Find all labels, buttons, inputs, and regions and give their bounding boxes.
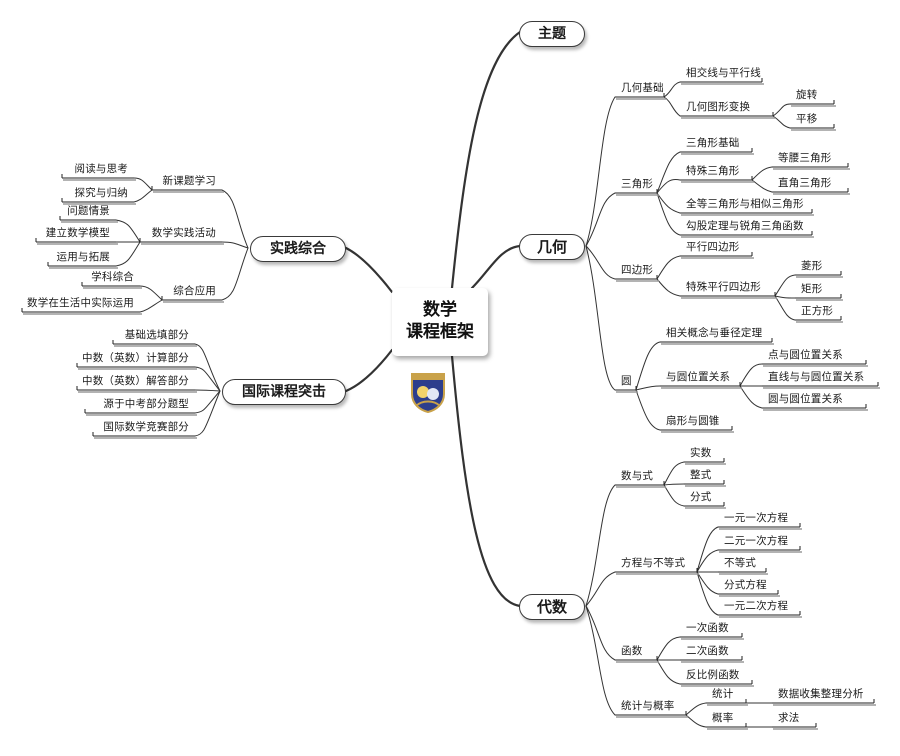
node-intl-jichu[interactable]: 基础选填部分: [124, 329, 189, 341]
node-gougu[interactable]: 勾股定理与锐角三角函数: [686, 220, 804, 232]
node-erci[interactable]: 二次函数: [686, 645, 729, 657]
topic-shijian[interactable]: 实践综合: [250, 236, 346, 262]
node-shuju[interactable]: 数据收集整理分析: [778, 688, 864, 700]
node-quandeng[interactable]: 全等三角形与相似三角形: [686, 198, 804, 210]
node-sanjiao-jichu[interactable]: 三角形基础: [686, 137, 740, 149]
node-dian-yuan[interactable]: 点与圆位置关系: [768, 349, 843, 361]
node-shishu[interactable]: 实数: [690, 447, 712, 459]
node-xinketi[interactable]: 新课题学习: [162, 175, 216, 187]
node-budengshi[interactable]: 不等式: [724, 557, 757, 569]
node-intl-zhongkao[interactable]: 源于中考部分题型: [103, 398, 189, 410]
node-fenshi-fc[interactable]: 分式方程: [724, 579, 767, 591]
node-bianhuan[interactable]: 几何图形变换: [686, 101, 751, 113]
node-shuyushi[interactable]: 数与式: [621, 470, 654, 482]
node-shanxing[interactable]: 扇形与圆锥: [666, 415, 720, 427]
node-tongji-gailv[interactable]: 统计与概率: [621, 700, 675, 712]
node-xiangjiao[interactable]: 相交线与平行线: [686, 67, 761, 79]
central-node-line1: 数学: [423, 300, 457, 320]
node-intl-jingsai[interactable]: 国际数学竞赛部分: [103, 421, 189, 433]
central-node[interactable]: 数学 课程框架: [392, 288, 488, 356]
central-node-line2: 课程框架: [406, 322, 474, 342]
node-huodong[interactable]: 数学实践活动: [151, 227, 216, 239]
node-xuanzhuan[interactable]: 旋转: [796, 89, 818, 101]
node-wenti[interactable]: 问题情景: [67, 205, 110, 217]
node-pingxing[interactable]: 平行四边形: [686, 241, 740, 253]
node-zonghe[interactable]: 综合应用: [173, 285, 216, 297]
node-fangcheng[interactable]: 方程与不等式: [621, 557, 686, 569]
node-qiufa[interactable]: 求法: [778, 712, 800, 724]
node-yuedu[interactable]: 阅读与思考: [74, 163, 128, 175]
topic-zhuti[interactable]: 主题: [519, 21, 585, 47]
node-dengyao[interactable]: 等腰三角形: [778, 152, 832, 164]
node-yuan[interactable]: 圆: [621, 375, 632, 387]
node-xueke[interactable]: 学科综合: [91, 271, 134, 283]
node-yunyong[interactable]: 运用与拓展: [56, 251, 110, 263]
node-zhengfang[interactable]: 正方形: [801, 305, 834, 317]
node-zhijiao[interactable]: 直角三角形: [778, 177, 832, 189]
node-fenshi[interactable]: 分式: [690, 491, 712, 503]
node-yuan-yuan[interactable]: 圆与圆位置关系: [768, 393, 843, 405]
topic-daishu[interactable]: 代数: [519, 594, 585, 620]
node-tanjiu[interactable]: 探究与归纳: [74, 187, 128, 199]
node-sibian[interactable]: 四边形: [621, 264, 654, 276]
node-yiyuanerci[interactable]: 一元二次方程: [724, 600, 789, 612]
node-weizhi[interactable]: 与圆位置关系: [666, 371, 731, 383]
node-teshu-pingxing[interactable]: 特殊平行四边形: [686, 281, 761, 293]
node-intl-jisuan[interactable]: 中数（英数）计算部分: [82, 352, 189, 364]
node-sanjiao[interactable]: 三角形: [621, 178, 654, 190]
node-shenghuo[interactable]: 数学在生活中实际运用: [27, 297, 134, 309]
node-hanshu[interactable]: 函数: [621, 645, 643, 657]
school-crest-icon: [411, 373, 445, 414]
node-lingxing[interactable]: 菱形: [801, 260, 823, 272]
node-pingyi[interactable]: 平移: [796, 113, 818, 125]
node-gailv[interactable]: 概率: [712, 712, 734, 724]
node-intl-jieda[interactable]: 中数（英数）解答部分: [82, 375, 189, 387]
node-zhengshi[interactable]: 整式: [690, 469, 712, 481]
node-xiangguan[interactable]: 相关概念与垂径定理: [666, 327, 763, 339]
topic-jihe[interactable]: 几何: [519, 234, 585, 260]
node-fanbili[interactable]: 反比例函数: [686, 669, 740, 681]
node-eryuanyici[interactable]: 二元一次方程: [724, 535, 789, 547]
node-yici[interactable]: 一次函数: [686, 622, 729, 634]
node-yiyuanyici[interactable]: 一元一次方程: [724, 512, 789, 524]
node-jihe-jichu[interactable]: 几何基础: [621, 82, 664, 94]
topic-guoji[interactable]: 国际课程突击: [222, 379, 346, 405]
node-tongji[interactable]: 统计: [712, 688, 734, 700]
node-juxing[interactable]: 矩形: [801, 283, 823, 295]
node-jianli[interactable]: 建立数学模型: [45, 227, 110, 239]
node-zhixian-yuan[interactable]: 直线与与圆位置关系: [768, 371, 865, 383]
node-teshu-sanjiao[interactable]: 特殊三角形: [686, 165, 740, 177]
